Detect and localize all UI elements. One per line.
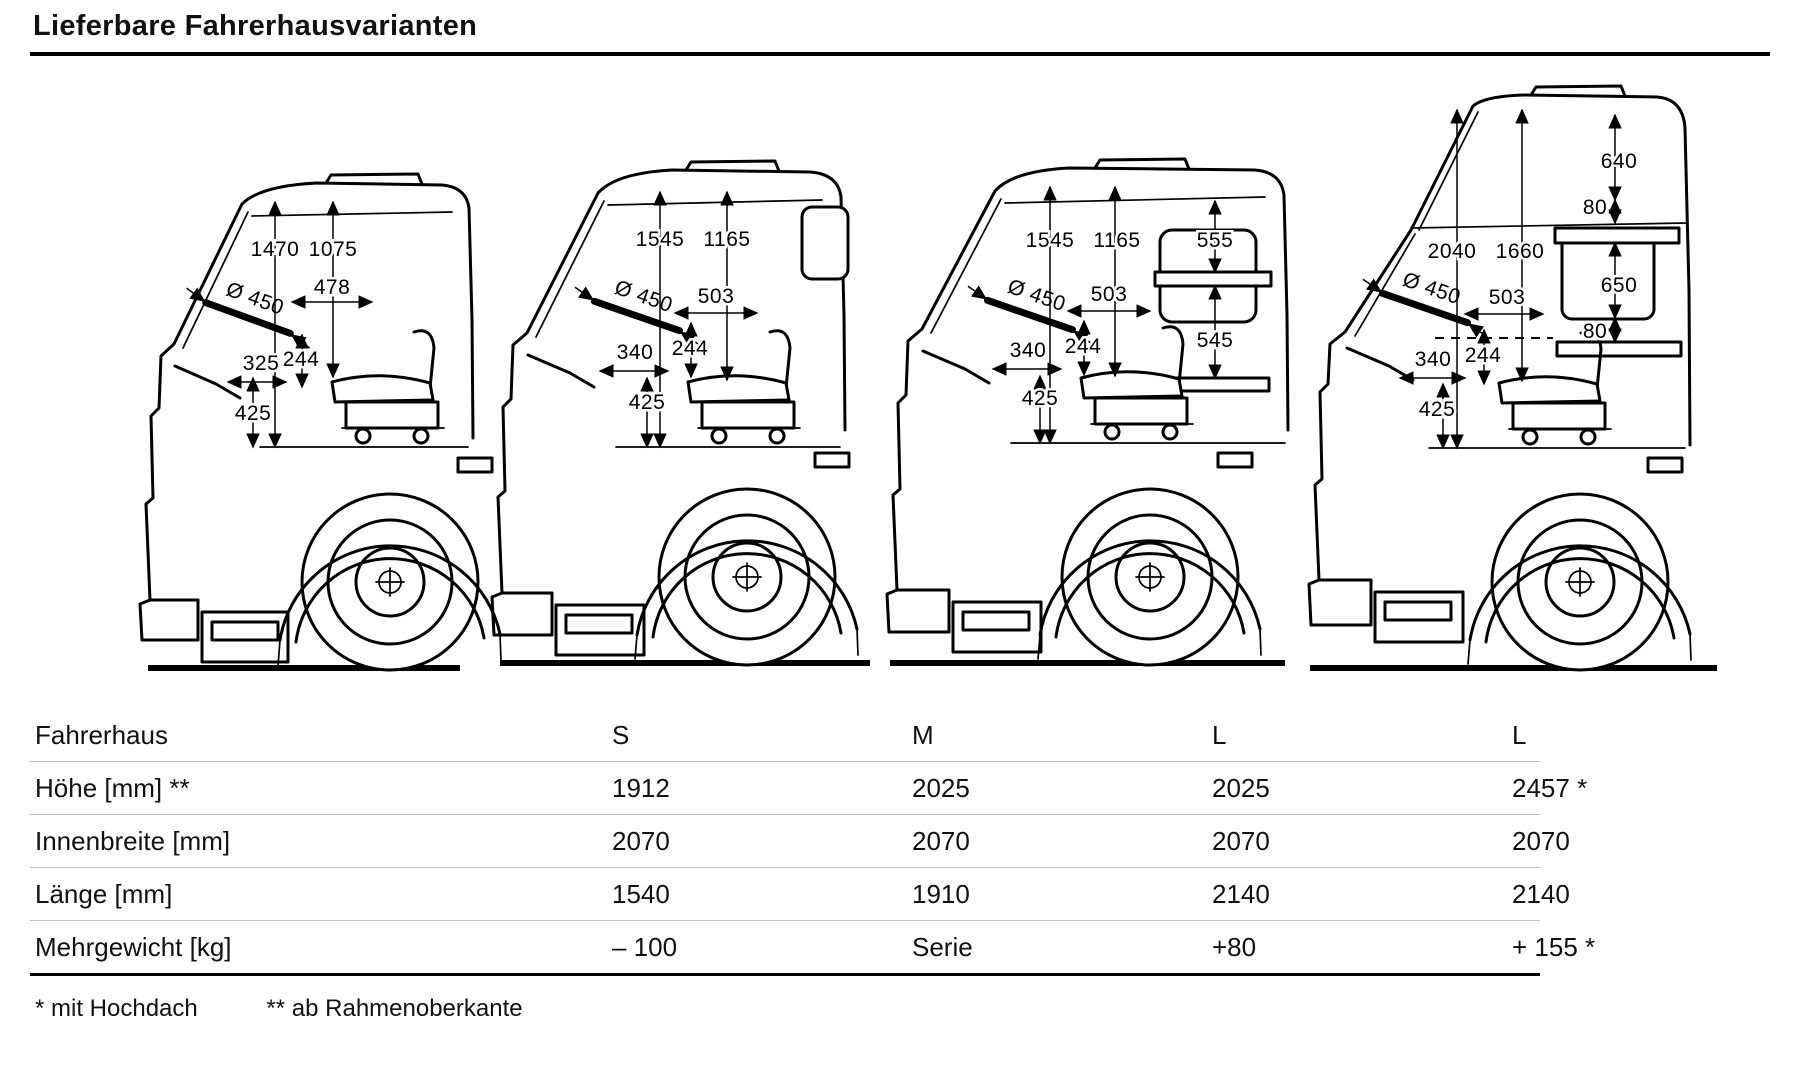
table-row-mehrgewicht: Mehrgewicht [kg] – 100 Serie +80 + 155 * — [30, 921, 1595, 976]
dim-label-height-total: 1545 — [1026, 229, 1075, 252]
seat — [330, 329, 445, 445]
cell-s: 1912 — [612, 772, 670, 803]
dim-label-height-to-seat: 1165 — [703, 228, 750, 251]
cell-m: Serie — [912, 931, 973, 962]
dim-label-seat-travel: 325 — [243, 352, 280, 375]
steering-wheel: Ø 450 — [1362, 266, 1488, 338]
cell-l-hochdach: 2140 — [1512, 878, 1570, 909]
dim-label-height-to-seat: 1165 — [1093, 229, 1140, 252]
dim-label-seat-height: 425 — [235, 402, 272, 425]
cell-s: – 100 — [612, 931, 678, 962]
cab-artwork: Ø 450 — [138, 172, 502, 672]
dim-label-wheel-to-seat: 503 — [698, 285, 735, 308]
cell-l-hochdach: L — [1512, 719, 1527, 750]
dim-label-seat-travel: 340 — [617, 341, 654, 364]
cell-l: +80 — [1212, 931, 1257, 962]
footnotes: * mit Hochdach ** ab Rahmenoberkante — [35, 995, 585, 1023]
bunk-shelf-lower — [1555, 340, 1683, 358]
cell-m: 1910 — [912, 878, 970, 909]
cell-l: L — [1212, 719, 1227, 750]
cell-l-hochdach: 2457 * — [1512, 772, 1588, 803]
dim-label-seat-adjust: 244 — [1465, 344, 1502, 367]
fender — [1037, 451, 1262, 660]
dim-label-bunk-upper: 555 — [1197, 229, 1234, 252]
table-row-fahrerhaus: Fahrerhaus S M L L — [30, 709, 1540, 762]
dim-label-height-to-seat: 1075 — [309, 238, 358, 261]
cell-l-hochdach: + 155 * — [1512, 931, 1596, 962]
bunk-shelf-upper — [1553, 226, 1681, 245]
dim-label-wheel-to-seat: 503 — [1091, 283, 1128, 306]
wheel — [1060, 487, 1240, 667]
cell-l: 2025 — [1212, 772, 1270, 803]
spec-table: Fahrerhaus S M L L Höhe [mm] ** 1912 202… — [30, 709, 1595, 976]
cell-m: 2070 — [912, 825, 970, 856]
dim-label-seat-height: 425 — [1022, 387, 1059, 410]
dim-label-wheel-to-seat: 478 — [314, 276, 351, 299]
dimension-arrows: 1545 1165 555 545 503 340 244 425 — [991, 185, 1235, 445]
cab-diagram-l-hochdach: Ø 450 2040 1660 640 80 650 80 503 340 24… — [1307, 84, 1717, 672]
page-title: Lieferbare Fahrerhausvarianten — [33, 10, 478, 42]
dim-label-seat-travel: 340 — [1010, 339, 1047, 362]
cell-l-hochdach: 2070 — [1512, 825, 1570, 856]
footnote-rahmenoberkante: ** ab Rahmenoberkante — [266, 995, 523, 1022]
dim-label-seat-height: 425 — [1419, 398, 1456, 421]
dimension-arrows: 2040 1660 640 80 650 80 503 340 244 425 — [1398, 108, 1639, 450]
dim-label-seat-adjust: 244 — [283, 348, 320, 371]
bunk-shelf-upper — [1153, 270, 1273, 288]
dim-label-seat-travel: 340 — [1415, 348, 1452, 371]
cab-outline — [138, 172, 475, 664]
seat — [1079, 325, 1194, 441]
row-label: Höhe [mm] ** — [35, 772, 190, 803]
cell-s: 1540 — [612, 878, 670, 909]
seat — [686, 329, 801, 445]
dimension-arrows: 1545 1165 503 340 244 425 — [598, 190, 759, 449]
dim-label-height-total: 2040 — [1428, 240, 1477, 263]
dim-label-height-to-seat: 1660 — [1496, 240, 1545, 263]
row-label: Mehrgewicht [kg] — [35, 931, 232, 962]
dim-label-gap-upper: 80 — [1583, 196, 1607, 219]
row-label: Länge [mm] — [35, 878, 173, 909]
cell-m: 2025 — [912, 772, 970, 803]
dimension-arrows: 1470 1075 478 325 244 425 — [226, 200, 374, 449]
table-row-hoehe: Höhe [mm] ** 1912 2025 2025 2457 * — [30, 762, 1587, 815]
dim-label-seat-adjust: 244 — [672, 337, 709, 360]
dim-label-seat-adjust: 244 — [1065, 335, 1102, 358]
cell-l: 2140 — [1212, 878, 1270, 909]
table-row-innenbreite: Innenbreite [mm] 2070 2070 2070 2070 — [30, 815, 1570, 868]
cab-artwork: Ø 450 — [885, 157, 1290, 667]
footnote-hochdach: * mit Hochdach — [35, 995, 198, 1022]
cell-s: S — [612, 719, 630, 750]
row-label: Innenbreite [mm] — [35, 825, 231, 856]
cab-diagram-s: Ø 450 1470 1075 478 325 244 425 — [138, 172, 502, 672]
dim-label-wheel-to-seat: 503 — [1489, 286, 1526, 309]
cab-diagram-l: Ø 450 1545 1165 555 545 503 340 244 425 — [885, 157, 1290, 667]
cab-diagram-m: Ø 450 1545 1165 503 340 244 425 — [490, 159, 870, 667]
dim-label-gap-lower: 80 — [1583, 320, 1607, 343]
cell-m: M — [912, 719, 934, 750]
cell-l: 2070 — [1212, 825, 1270, 856]
row-label: Fahrerhaus — [35, 719, 168, 750]
fender — [634, 451, 859, 660]
cab-outline — [490, 159, 850, 657]
roof-hatch — [1529, 84, 1627, 98]
table-row-laenge: Länge [mm] 1540 1910 2140 2140 — [30, 868, 1570, 921]
cell-s: 2070 — [612, 825, 670, 856]
dim-label-seat-height: 425 — [629, 391, 666, 414]
seat — [1497, 330, 1612, 446]
dim-label-bunk-lower: 545 — [1197, 329, 1234, 352]
cab-artwork: Ø 450 — [1307, 84, 1717, 672]
dim-label-height-total: 1545 — [636, 228, 685, 251]
fender — [1467, 456, 1692, 665]
title-rule — [30, 52, 1770, 56]
dim-label-height-total: 1470 — [251, 238, 300, 261]
dim-label-roof-extra: 640 — [1601, 150, 1638, 173]
dim-label-rear-window: 650 — [1601, 274, 1638, 297]
